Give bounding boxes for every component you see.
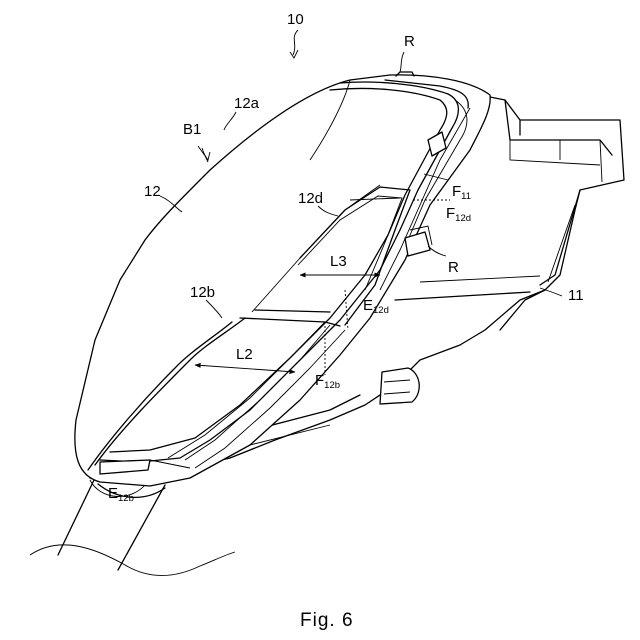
label-12: 12 [144, 183, 161, 200]
label-b1: B1 [183, 121, 201, 138]
label-10: 10 [287, 11, 304, 28]
figure-caption: Fig. 6 [300, 610, 354, 631]
label-e12b: E12b [108, 485, 134, 504]
label-l2: L2 [236, 346, 253, 363]
label-r-top: R [404, 33, 415, 50]
label-11: 11 [568, 287, 584, 304]
label-12d: 12d [298, 190, 323, 207]
label-r-mid: R [448, 259, 459, 276]
label-l3: L3 [330, 253, 347, 270]
label-12b: 12b [190, 284, 215, 301]
label-12a: 12a [234, 95, 260, 112]
